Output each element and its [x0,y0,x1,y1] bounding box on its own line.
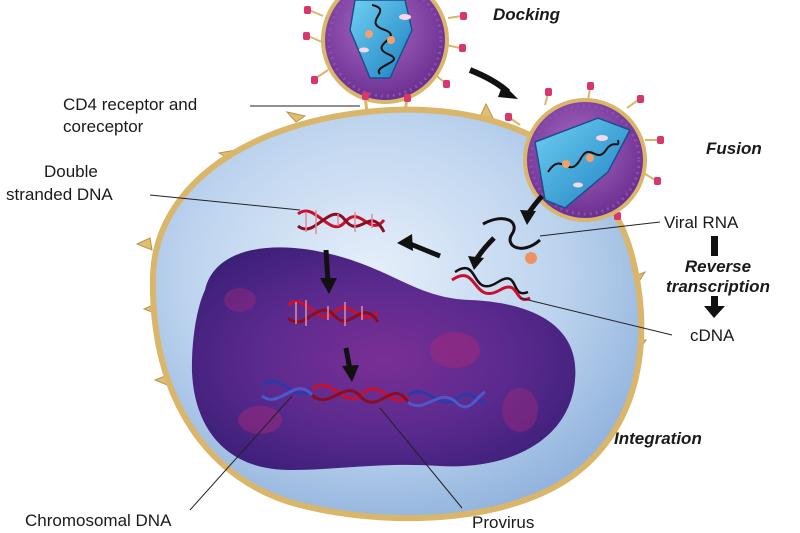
arrow-dsdna-to-nucleus [323,249,331,283]
leader-chromosomal [189,395,293,511]
label-cd4-line2: coreceptor [63,117,144,136]
stage-label-fusion: Fusion [706,139,762,158]
leader-dsdna [149,194,301,211]
nuclear-viral-dna [286,300,380,326]
reverse-transcriptase-enzyme [525,252,537,264]
cd4-receptors [362,92,411,113]
stage-label-docking: Docking [493,5,561,24]
label-cd4-line1: CD4 receptor and [63,95,197,114]
label-dsdna-line2: stranded DNA [6,185,113,204]
leader-viral-rna [539,221,661,237]
reverse-transcription-arrow [704,236,725,318]
label-provirus: Provirus [472,513,534,532]
double-stranded-dna [297,209,386,234]
viral-rna-strand [482,217,541,250]
label-chromosomal-dna: Chromosomal DNA [25,511,172,530]
stage-label-reverse: Reverse [685,257,751,276]
virus-fusion [505,82,664,222]
integrated-dna [261,379,486,409]
nucleus [191,247,576,470]
leader-provirus [379,407,463,509]
cdna-strand [451,266,531,301]
leader-cdna [519,297,673,336]
label-viral-rna: Viral RNA [664,213,739,232]
stage-label-integration: Integration [614,429,702,448]
label-cdna: cDNA [690,326,735,345]
stage-label-transcription: transcription [666,277,770,296]
virus-docking [303,0,467,104]
label-dsdna-line1: Double [44,162,98,181]
